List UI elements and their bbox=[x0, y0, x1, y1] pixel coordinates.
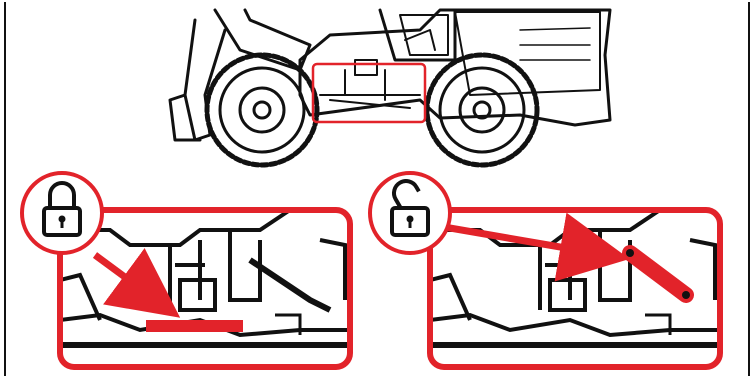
loader-illustration bbox=[168, 8, 612, 168]
diagram-frame bbox=[4, 2, 750, 376]
padlock-closed-icon bbox=[20, 171, 104, 255]
cab-window bbox=[399, 14, 449, 56]
locking-bar bbox=[146, 320, 243, 332]
locking-lever-stowed bbox=[622, 245, 694, 303]
detail-panel-unlocked bbox=[414, 207, 723, 370]
rear-wheel bbox=[424, 52, 540, 168]
detail-panel-locked bbox=[57, 207, 353, 370]
padlock-open-icon bbox=[368, 171, 452, 255]
cab-seat bbox=[404, 29, 436, 51]
front-wheel bbox=[204, 52, 320, 168]
loader-body bbox=[298, 8, 612, 127]
highlight-box bbox=[311, 62, 427, 124]
engine-hood bbox=[454, 11, 601, 96]
loader-boom bbox=[213, 8, 312, 72]
loader-arm bbox=[183, 18, 227, 142]
loader-cab bbox=[378, 8, 457, 62]
locked-arrow bbox=[92, 248, 181, 318]
